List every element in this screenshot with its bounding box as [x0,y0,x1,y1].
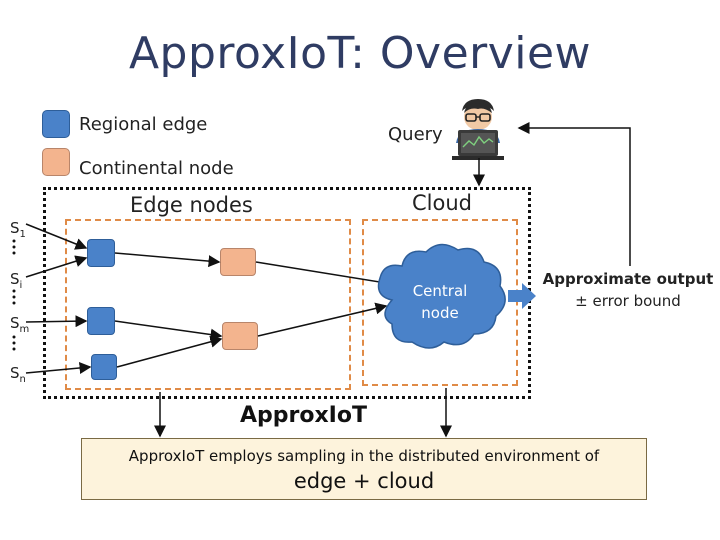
approximate-output-text: Approximate output ± error bound [536,268,720,312]
approx-output-line1: Approximate output [542,270,714,288]
edge-nodes-label: Edge nodes [130,193,253,217]
central-node-line1: Central [412,282,468,300]
page-title: ApproxIoT: Overview [128,28,592,79]
description-line1: ApproxIoT employs sampling in the distri… [128,447,600,465]
legend-regional-edge-label: Regional edge [79,114,208,135]
query-label: Query [388,124,443,145]
system-name-label: ApproxIoT [240,403,367,428]
regional-edge-node-3 [91,354,117,380]
cloud-icon [377,243,506,349]
legend-regional-edge-swatch [42,110,70,138]
approx-output-line2: ± error bound [575,292,681,310]
stream-sn-label: Sn [10,364,26,385]
stream-s1-label: S1 [10,219,26,240]
central-node-label: Central node [400,280,480,324]
description-line2: edge + cloud [293,469,435,493]
regional-edge-node-2 [87,307,115,335]
user-at-computer-icon [452,99,504,160]
description-box: ApproxIoT employs sampling in the distri… [81,438,647,500]
legend-continental-node-label: Continental node [79,158,234,179]
stream-si-label: Si [10,270,23,291]
edge-nodes-region [65,219,351,390]
cloud-label: Cloud [412,191,472,215]
stream-sm-label: Sm [10,314,30,335]
continental-node-1 [220,248,256,276]
cloud-region [362,219,518,386]
continental-node-2 [222,322,258,350]
legend-continental-node-swatch [42,148,70,176]
regional-edge-node-1 [87,239,115,267]
central-node-line2: node [421,304,459,322]
